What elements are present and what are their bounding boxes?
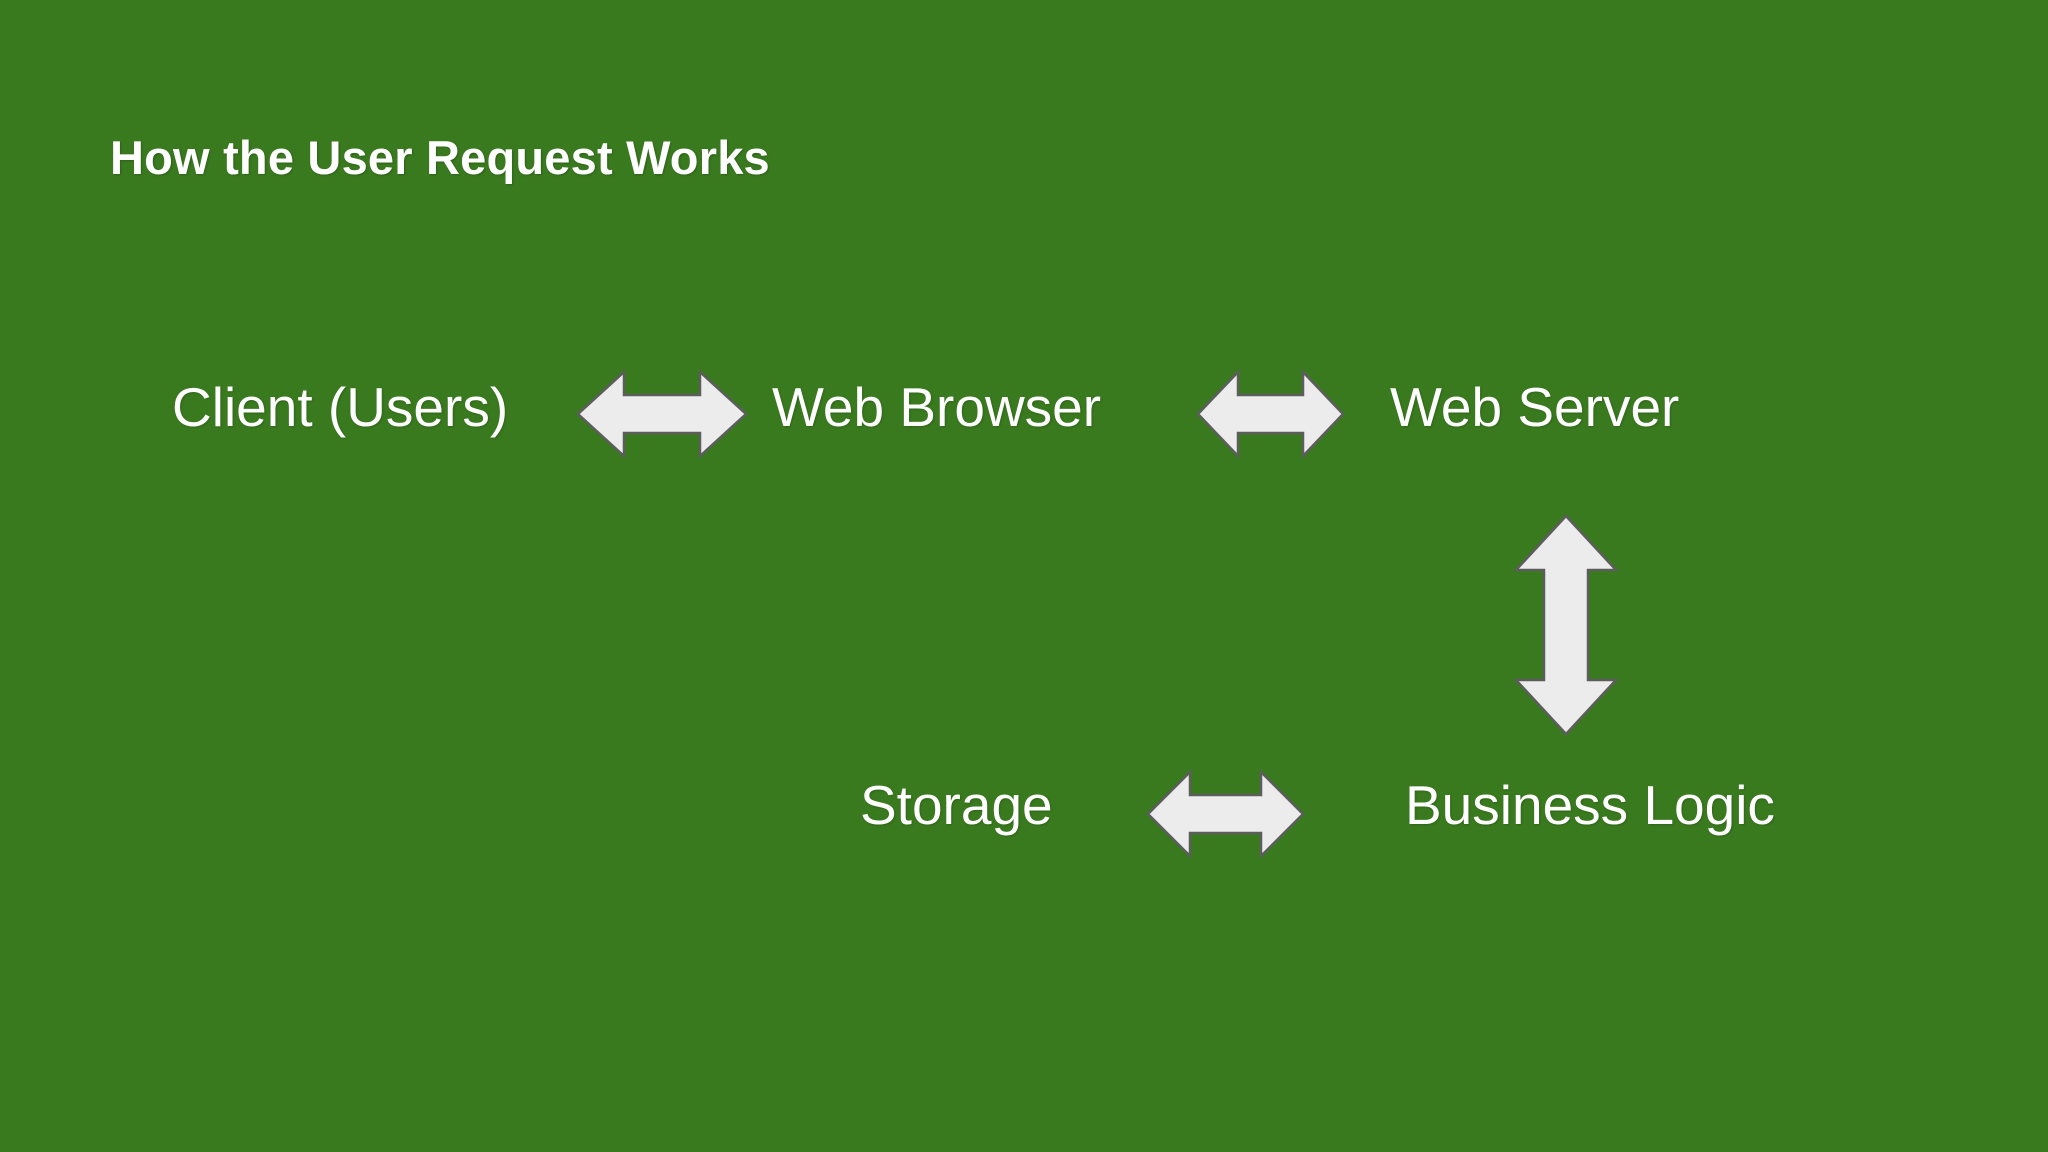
node-label-storage: Storage	[860, 774, 1053, 836]
double-arrow-horizontal-icon-storage-business-logic	[1146, 768, 1305, 860]
double-arrow-vertical-icon-server-business-logic	[1512, 514, 1620, 736]
node-label-business-logic: Business Logic	[1405, 774, 1775, 836]
node-label-web-server: Web Server	[1390, 376, 1680, 438]
double-arrow-horizontal-icon-browser-server	[1196, 368, 1345, 460]
double-arrow-horizontal-icon-client-browser	[576, 368, 748, 460]
page-title: How the User Request Works	[110, 131, 770, 184]
node-label-client: Client (Users)	[172, 376, 509, 438]
node-label-web-browser: Web Browser	[772, 376, 1102, 438]
